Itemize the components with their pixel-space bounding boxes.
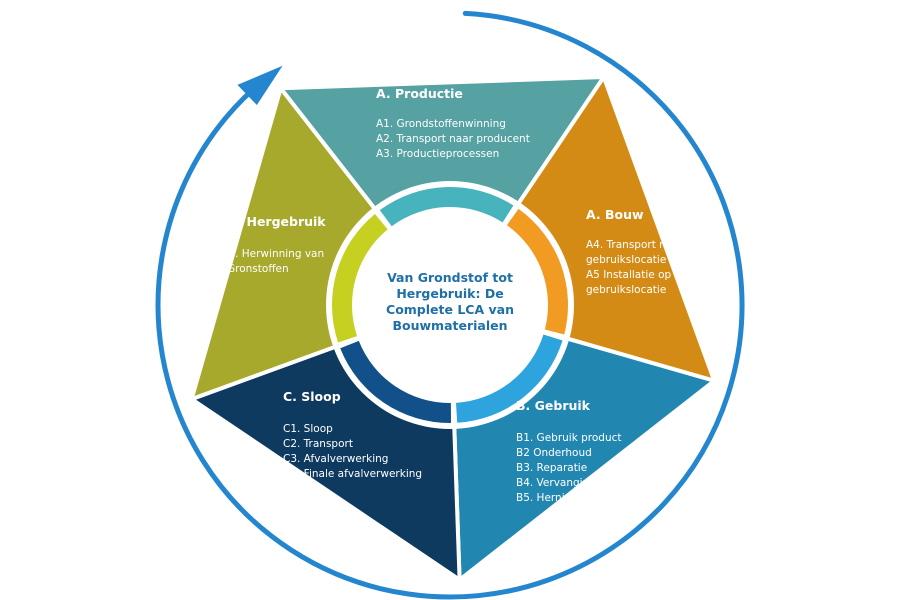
segment-title: C. Sloop xyxy=(283,389,341,404)
segment-item: B2 Onderhoud xyxy=(516,447,592,459)
segment-gebruik-labels: B. Gebruik B1. Gebruik product B2 Onderh… xyxy=(516,398,622,504)
center-title-line: Hergebruik: De xyxy=(396,286,503,301)
inner-ring-gebruik xyxy=(455,334,563,423)
segment-item: A3. Productieprocessen xyxy=(376,148,499,160)
center-title: Van Grondstof tot Hergebruik: De Complet… xyxy=(386,270,514,333)
cycle-arrow-head xyxy=(237,65,283,106)
segment-item: C2. Transport xyxy=(283,438,353,450)
segment-item: B4. Vervanging xyxy=(516,477,596,489)
segment-item: gebruikslocatie xyxy=(586,284,666,296)
segment-title: D. Hergebruik xyxy=(227,214,326,229)
center-title-line: Complete LCA van xyxy=(386,302,514,317)
inner-ring-hergebruik xyxy=(332,213,388,343)
segment-sloop-labels: C. Sloop C1. Sloop C2. Transport C3. Afv… xyxy=(283,389,422,480)
segment-item: A5 Installatie op xyxy=(586,269,671,281)
cycle-arrow-ring xyxy=(155,10,745,600)
segment-item: A2. Transport naar producent xyxy=(376,133,530,145)
segment-item: Gronstoffen xyxy=(227,263,289,275)
segment-title: A. Bouw xyxy=(586,207,644,222)
segment-title: B. Gebruik xyxy=(516,398,591,413)
inner-ring xyxy=(332,187,568,423)
segment-item: gebruikslocatie xyxy=(586,254,666,266)
segment-bouw-labels: A. Bouw A4. Transport naar gebruikslocat… xyxy=(586,207,684,296)
segment-item: D. Herwinning van xyxy=(227,248,324,260)
segment-item: B3. Reparatie xyxy=(516,462,587,474)
segment-item: C1. Sloop xyxy=(283,423,333,435)
segment-item: C3. Afvalverwerking xyxy=(283,453,388,465)
segment-hergebruik-labels: D. Hergebruik D. Herwinning van Gronstof… xyxy=(227,214,326,275)
segment-productie-labels: A. Productie A1. Grondstoffenwinning A2.… xyxy=(376,86,530,160)
segment-item: B5. Hernieuwing xyxy=(516,492,603,504)
center-title-line: Van Grondstof tot xyxy=(387,270,513,285)
inner-ring-productie xyxy=(379,187,514,227)
segment-item: A1. Grondstoffenwinning xyxy=(376,118,506,130)
segment-item: B1. Gebruik product xyxy=(516,432,622,444)
segment-item: A4. Transport naar xyxy=(586,239,684,251)
segment-item: C4. Finale afvalverwerking xyxy=(283,468,422,480)
center-disk xyxy=(354,209,546,401)
inner-ring-bouw xyxy=(506,208,568,335)
inner-ring-sloop xyxy=(340,340,452,423)
segment-title: A. Productie xyxy=(376,86,463,101)
center-title-line: Bouwmaterialen xyxy=(392,318,507,333)
